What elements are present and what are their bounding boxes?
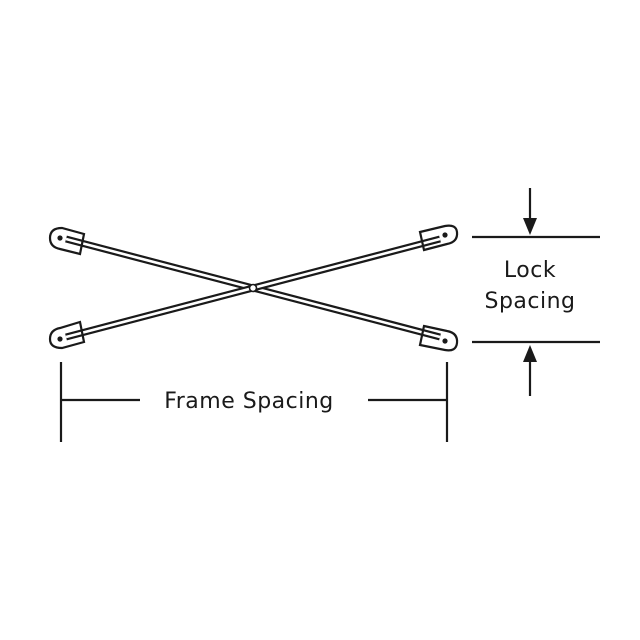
bolt-hole [57,336,63,342]
end-plate-top-right [418,224,459,252]
arrow-up-icon [523,345,537,396]
bolt-hole [57,235,63,241]
end-plate-bottom-left [48,320,86,350]
bolt-hole [442,338,448,344]
end-plate-top-left [48,226,86,256]
center-pivot-pin [248,283,258,293]
bolt-hole [442,232,448,238]
frame-spacing-label: Frame Spacing [164,389,334,414]
lock-spacing-dimension: Lock Spacing [472,188,600,396]
frame-spacing-dimension: Frame Spacing [59,362,449,442]
lock-spacing-label-line2: Spacing [484,289,575,314]
end-plate-bottom-right [418,324,459,352]
arrow-down-icon [523,188,537,235]
lock-spacing-label-line1: Lock [504,258,556,283]
